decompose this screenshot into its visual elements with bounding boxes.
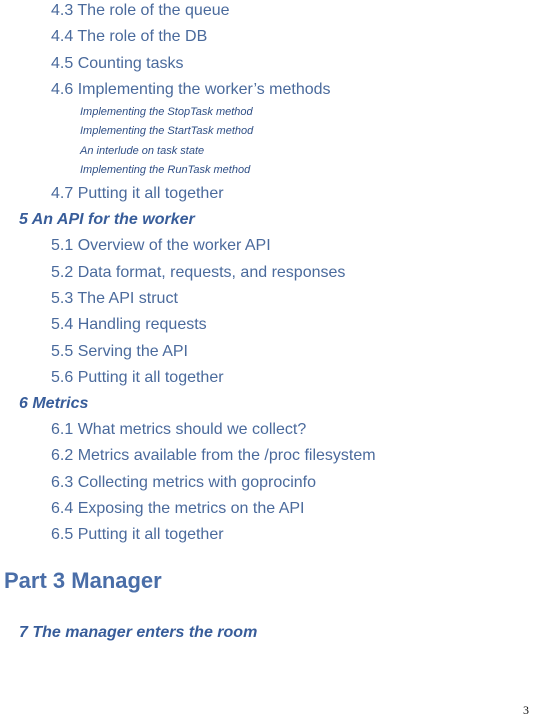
toc-entry-4-5[interactable]: 4.5 Counting tasks [51,55,184,72]
toc-entry-5-2[interactable]: 5.2 Data format, requests, and responses [51,264,346,281]
toc-entry-6-1[interactable]: 6.1 What metrics should we collect? [51,421,307,438]
toc-entry-5-4[interactable]: 5.4 Handling requests [51,316,207,333]
toc-entry-6-5[interactable]: 6.5 Putting it all together [51,526,224,543]
toc-entry-task-state[interactable]: An interlude on task state [80,145,205,157]
page-number: 3 [523,703,529,717]
toc-entry-5-5[interactable]: 5.5 Serving the API [51,343,188,360]
toc-entry-5-3[interactable]: 5.3 The API struct [51,290,178,307]
toc-part-3[interactable]: Part 3 Manager [4,568,162,593]
toc-entry-4-6[interactable]: 4.6 Implementing the worker’s methods [51,81,331,98]
toc-entry-4-7[interactable]: 4.7 Putting it all together [51,185,224,202]
toc-entry-6-2[interactable]: 6.2 Metrics available from the /proc fil… [51,447,376,464]
toc-entry-stoptask[interactable]: Implementing the StopTask method [80,106,253,118]
toc-entry-runtask[interactable]: Implementing the RunTask method [80,164,251,176]
toc-chapter-6[interactable]: 6 Metrics [19,395,89,412]
toc-chapter-7[interactable]: 7 The manager enters the room [19,624,258,641]
toc-entry-starttask[interactable]: Implementing the StartTask method [80,125,254,137]
toc-entry-5-1[interactable]: 5.1 Overview of the worker API [51,237,271,254]
toc-chapter-5[interactable]: 5 An API for the worker [19,211,195,228]
toc-entry-6-4[interactable]: 6.4 Exposing the metrics on the API [51,500,305,517]
toc-entry-4-4[interactable]: 4.4 The role of the DB [51,28,208,45]
toc-entry-4-3[interactable]: 4.3 The role of the queue [51,2,230,19]
toc-entry-5-6[interactable]: 5.6 Putting it all together [51,369,224,386]
toc-entry-6-3[interactable]: 6.3 Collecting metrics with goprocinfo [51,474,317,491]
